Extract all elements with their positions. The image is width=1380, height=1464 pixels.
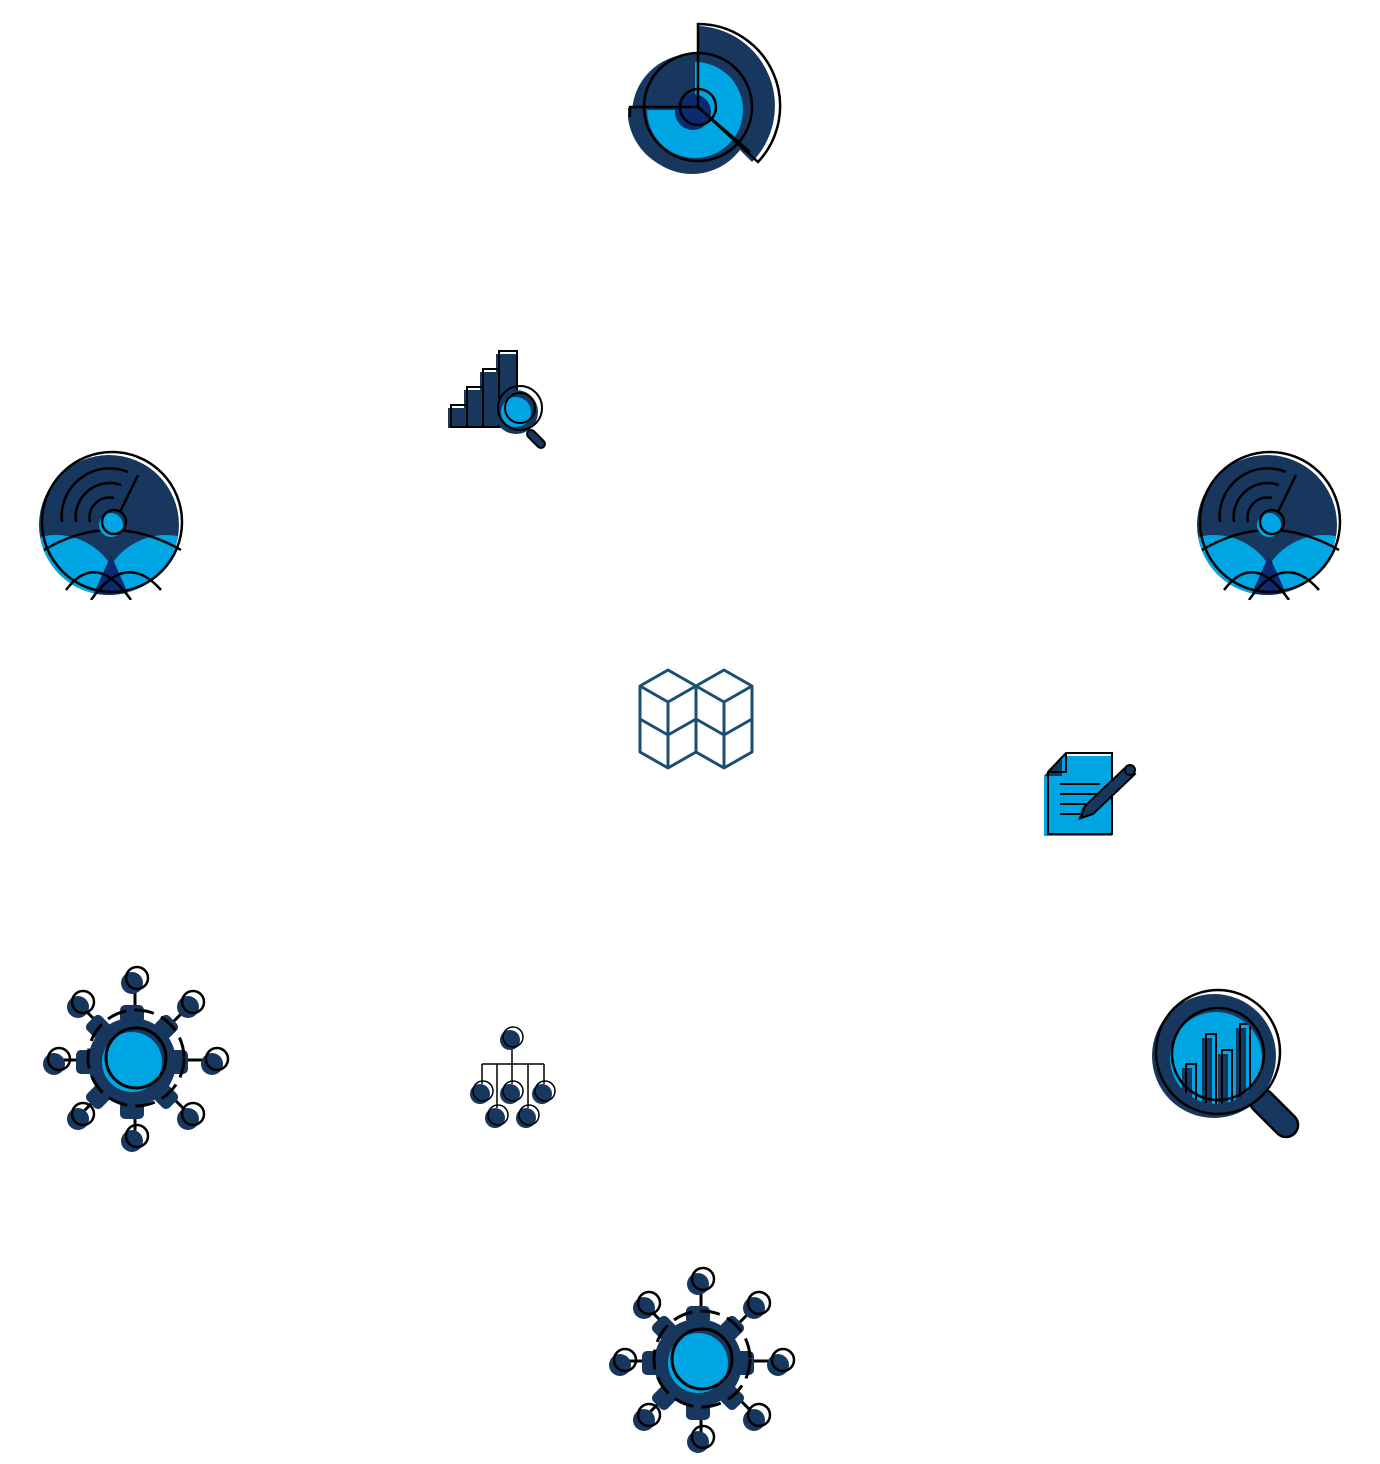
document-edit-icon — [1042, 752, 1138, 838]
hierarchy-icon — [466, 1024, 558, 1134]
magnifier-chart-icon — [1150, 988, 1306, 1144]
bar-chart-search-icon — [446, 350, 556, 450]
radar-gauge-icon — [1194, 450, 1344, 600]
gear-network-icon — [606, 1266, 796, 1456]
pie-chart-icon — [620, 22, 785, 182]
cube-grid-logo — [638, 668, 754, 772]
gear-network-icon — [40, 965, 230, 1155]
radar-gauge-icon — [36, 450, 186, 600]
